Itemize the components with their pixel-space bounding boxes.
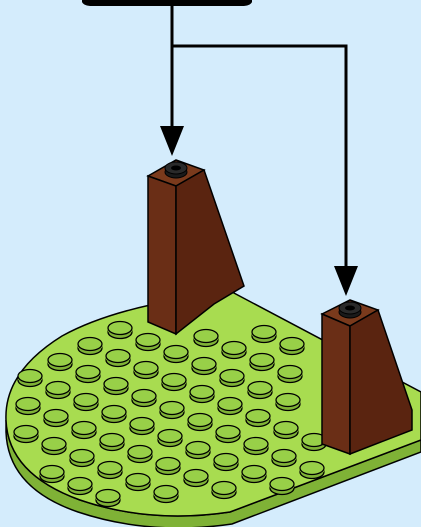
stud-top — [154, 486, 178, 499]
stud-top — [96, 490, 120, 503]
stud-top — [74, 394, 98, 407]
stud-top — [108, 322, 132, 335]
stud-top — [192, 358, 216, 371]
stud-top — [158, 430, 182, 443]
stud-top — [276, 394, 300, 407]
stud-top — [162, 374, 186, 387]
stud-top — [48, 354, 72, 367]
stud-top — [46, 382, 70, 395]
stud-top — [104, 378, 128, 391]
stud-top — [252, 326, 276, 339]
stud-top — [98, 462, 122, 475]
stud-top — [16, 398, 40, 411]
stud-top — [270, 478, 294, 491]
stud-top — [136, 334, 160, 347]
stud-top — [102, 406, 126, 419]
arrowhead-right — [334, 266, 358, 296]
stud-top — [76, 366, 100, 379]
stud-top — [280, 338, 304, 351]
stud-top — [278, 366, 302, 379]
stud-top — [164, 346, 188, 359]
stud-top — [134, 362, 158, 375]
stud-top — [40, 466, 64, 479]
stud-top — [72, 422, 96, 435]
stud-top — [78, 338, 102, 351]
slope-brick-right — [322, 300, 412, 454]
stud-top — [132, 390, 156, 403]
callout-box — [82, 0, 252, 6]
stud-top — [218, 398, 242, 411]
stud-top — [128, 446, 152, 459]
stud-top — [216, 426, 240, 439]
stud-top — [272, 450, 296, 463]
stud-top — [244, 438, 268, 451]
stud-top — [126, 474, 150, 487]
stud-top — [246, 410, 270, 423]
stud-top — [156, 458, 180, 471]
stud-top — [186, 442, 210, 455]
stud-top — [14, 426, 38, 439]
stud-top — [70, 450, 94, 463]
stud-top — [194, 330, 218, 343]
stud-top — [68, 478, 92, 491]
stud-top — [100, 434, 124, 447]
stud-top — [248, 382, 272, 395]
stud-top — [250, 354, 274, 367]
stud-top — [190, 386, 214, 399]
stud-top — [44, 410, 68, 423]
stud-top — [242, 466, 266, 479]
stud-top — [184, 470, 208, 483]
stud-top — [18, 370, 42, 383]
stud-top — [188, 414, 212, 427]
stud-top — [106, 350, 130, 363]
stud-top — [160, 402, 184, 415]
stud-top — [42, 438, 66, 451]
stud-top — [220, 370, 244, 383]
stud-top — [130, 418, 154, 431]
stud-top — [222, 342, 246, 355]
arrowhead-left — [160, 126, 184, 156]
stud-top — [214, 454, 238, 467]
stud-top — [212, 482, 236, 495]
stud-top — [300, 462, 324, 475]
stud-top — [274, 422, 298, 435]
